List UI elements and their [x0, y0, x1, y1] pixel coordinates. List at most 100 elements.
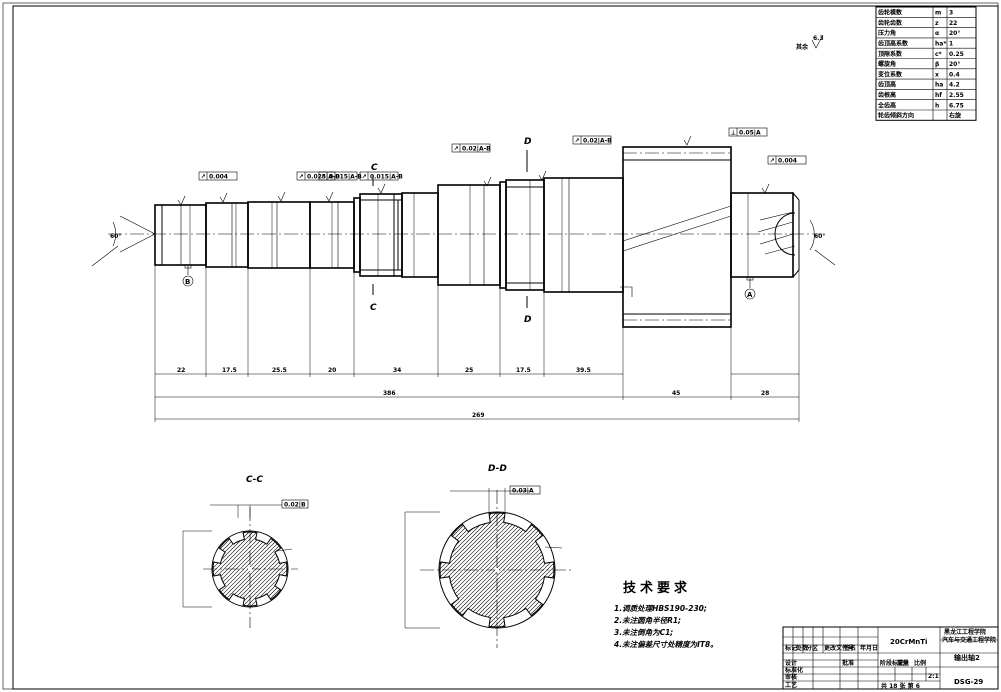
tolerance-frame [359, 171, 399, 181]
rest-roughness-value: 6.3 [813, 35, 824, 42]
title-label-qianming: 签名 [843, 644, 856, 652]
datum-b: B [185, 278, 190, 286]
title-material: 20CrMnTi [890, 638, 927, 646]
param-cell-name: 顶隙系数 [878, 50, 903, 58]
title-block: 20CrMnTi 黑龙江工程学院 汽车与交通工程学院 输出轴2 DSG-29 2… [782, 626, 999, 690]
title-role-check: 审核 [785, 673, 797, 681]
tolerance-symbol: ↗ [321, 174, 326, 181]
param-cell-val: 2.55 [949, 92, 964, 99]
tolerance-symbol: ↗ [454, 146, 459, 153]
param-cell-sym: ha [935, 82, 943, 89]
technical-requirements: 技术要求 1.调质处理HBS190-230; 2.未注圆角半径R1; 3.未注倒… [614, 580, 718, 649]
tolerance-frame-text: 0.05|A [739, 130, 761, 137]
param-cell-sym: z [935, 20, 939, 27]
title-part-name: 输出轴2 [954, 653, 980, 662]
param-cell-val: 0.4 [949, 71, 960, 78]
param-cell-sym: x [935, 71, 939, 78]
param-cell-name: 变位系数 [878, 70, 903, 78]
tolerance-frame-text: 0.015|A-B [329, 174, 362, 181]
section-mark-d-bottom: D [524, 315, 532, 325]
title-label-zhongliang: 重量 [897, 659, 909, 667]
param-cell-sym: h [935, 102, 939, 109]
param-cell-val: 4.2 [949, 82, 960, 89]
param-cell-val: 20° [949, 61, 960, 68]
section-cc-title: C-C [246, 475, 263, 485]
tolerance-frame [572, 135, 612, 145]
param-cell-name: 压力角 [878, 29, 896, 37]
param-cell-sym: m [935, 10, 941, 17]
dim-seg-9: 45 [672, 390, 680, 397]
dim-seg-1: 22 [177, 367, 185, 374]
tolerance-frame [767, 155, 807, 165]
title-sheets: 共 18 张 第 6 [881, 682, 920, 690]
tolerance-frame [296, 171, 336, 181]
title-school-1: 黑龙江工程学院 [944, 628, 986, 636]
rest-roughness: 其余 6.3 [796, 34, 824, 51]
param-cell-name: 齿顶高系数 [878, 40, 909, 48]
title-label-biaozhunhua: 标准化 [784, 666, 803, 674]
center-angle-left: 60° [110, 233, 121, 240]
tech-req-title: 技术要求 [623, 580, 691, 596]
section-cc-view: C-C [182, 475, 309, 628]
param-cell-val: 22 [949, 20, 957, 27]
title-label-nianyueri: 年月日 [860, 644, 878, 652]
param-cell-sym: c* [935, 51, 943, 58]
param-cell-val: 1 [949, 41, 953, 48]
datum-a: A [747, 291, 753, 299]
title-role-process: 工艺 [785, 681, 797, 689]
tolerance-frame-text: 0.02|A-B [583, 138, 612, 145]
title-school-2: 汽车与交通工程学院 [942, 636, 996, 644]
tolerance-frame-text: 0.004 [778, 158, 797, 165]
param-cell-name: 螺旋角 [878, 60, 896, 68]
tech-req-item-4: 4.未注偏差尺寸处精度为IT8。 [614, 640, 718, 649]
param-cell-name: 轮齿倾斜方向 [878, 112, 914, 120]
title-drawing-no: DSG-29 [954, 678, 983, 686]
length-dimensions: 22 17.5 25.5 20 34 25 17.5 39.5 45 28 38… [154, 265, 800, 422]
section-mark-c-top: C [371, 163, 378, 173]
dim-seg-5: 34 [393, 367, 401, 374]
param-cell-val: 0.25 [949, 51, 964, 58]
tolerance-frame [728, 127, 768, 137]
title-label-fenqu: 分区 [806, 644, 818, 652]
tolerance-symbol: ↗ [575, 138, 580, 145]
title-label-chushu: 处数 [795, 644, 809, 652]
param-cell-name: 全齿高 [877, 101, 896, 109]
tolerance-frame [451, 143, 491, 153]
param-cell-val: 3 [949, 10, 953, 17]
dim-seg-8: 39.5 [576, 367, 591, 374]
title-label-gaiwenjian: 更改文件号 [824, 644, 854, 652]
shaft-main-view: 60° [91, 127, 836, 509]
param-cell-sym: hf [935, 92, 942, 99]
param-cell-name: 齿根高 [878, 91, 896, 99]
section-mark-c-bottom: C [370, 303, 377, 313]
section-mark-d-top: D [524, 137, 532, 147]
tolerance-frame-text: 0.025|A-B [307, 174, 340, 181]
tolerance-frame-text: 0.02|B [284, 502, 306, 509]
dim-overall-total: 269 [472, 412, 485, 419]
tech-req-item-2: 2.未注圆角半径R1; [614, 616, 681, 625]
tolerance-frame [198, 171, 238, 181]
tech-req-item-1: 1.调质处理HBS190-230; [614, 604, 707, 613]
param-cell-name: 齿轮模数 [878, 9, 903, 17]
param-cell-sym: β [935, 61, 940, 68]
tolerance-symbol: ↗ [362, 174, 367, 181]
tech-req-item-3: 3.未注倒角为C1; [614, 628, 673, 637]
param-cell-val: 20° [949, 30, 960, 37]
title-scale: 2:1 [928, 673, 939, 680]
param-cell-val: 右旋 [948, 112, 961, 120]
title-label-pizhun: 批准 [842, 659, 854, 667]
dim-seg-4: 20 [328, 367, 336, 374]
title-label-biaoji: 标记 [784, 644, 797, 652]
title-role-design: 设计 [785, 659, 797, 667]
param-cell-name: 齿轮齿数 [878, 19, 903, 27]
title-label-bili: 比例 [914, 659, 926, 667]
tolerance-symbol: ↗ [770, 158, 775, 165]
dim-seg-6: 25 [465, 367, 473, 374]
dim-seg-2: 17.5 [222, 367, 237, 374]
param-cell-val: 6.75 [949, 102, 964, 109]
center-angle-right: 60° [814, 233, 825, 240]
rest-roughness-label: 其余 [796, 43, 809, 51]
